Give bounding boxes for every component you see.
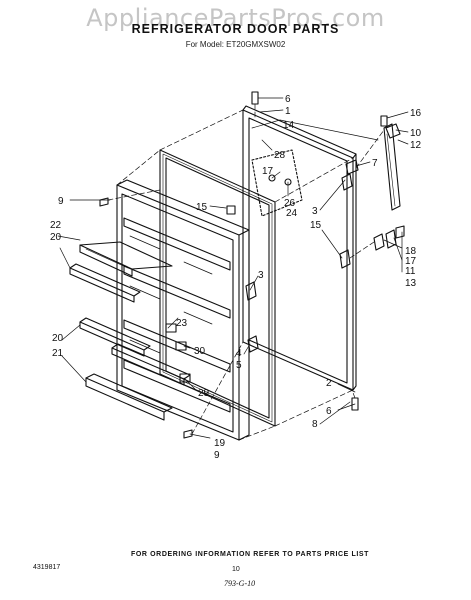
callout-19: 19 (214, 438, 226, 449)
shelf-bar-upper (79, 241, 173, 277)
callout-12: 12 (410, 140, 422, 151)
screw-6-top (251, 91, 259, 105)
callout-8: 8 (312, 419, 318, 430)
callout-14: 14 (283, 120, 295, 131)
callout-5: 5 (236, 360, 242, 371)
callout-23: 23 (176, 318, 188, 329)
model-number: For Model: ET20GMXSW02 (185, 40, 286, 49)
screw-9-bottom (183, 429, 193, 439)
callout-24: 24 (286, 208, 298, 219)
callout-17: 17 (262, 166, 274, 177)
handle-end-cap-lower (339, 249, 351, 269)
callout-20: 20 (50, 232, 62, 243)
door-closer-bar (383, 123, 401, 211)
clip-15 (226, 205, 236, 215)
callout-18: 18 (405, 246, 417, 257)
callout-10: 10 (410, 128, 422, 139)
door-outer-panel (242, 105, 357, 391)
callout-30: 30 (194, 346, 206, 357)
callout-15: 15 (310, 220, 322, 231)
watermark: AppliancePartsPros.com (86, 4, 385, 32)
callout-6: 6 (326, 406, 332, 417)
callout-28: 28 (274, 150, 286, 161)
diagram-title: REFRIGERATOR DOOR PARTS (131, 22, 340, 36)
callout-3: 3 (312, 206, 318, 217)
clip-30 (175, 341, 187, 351)
alignment-lines (107, 103, 385, 441)
callout-4: 4 (236, 348, 242, 359)
callout-1: 1 (285, 106, 291, 117)
leader-lines (57, 97, 409, 439)
door-bottom-rail (85, 373, 173, 421)
page-number: 10 (232, 566, 240, 573)
screw-16 (380, 115, 388, 127)
revision-code: 793-G-10 (224, 579, 256, 588)
callout-26: 26 (284, 198, 296, 209)
clip-29 (179, 373, 191, 383)
callout-13: 13 (405, 278, 417, 289)
callout-7: 7 (372, 158, 378, 169)
callout-15: 15 (196, 202, 208, 213)
screw-9-top (99, 197, 109, 207)
door-liner (116, 179, 250, 441)
ordering-note: FOR ORDERING INFORMATION REFER TO PARTS … (131, 551, 370, 558)
callout-22: 22 (50, 220, 62, 231)
callout-6: 6 (285, 94, 291, 105)
clip-23 (165, 323, 177, 333)
callout-16: 16 (410, 108, 422, 119)
callout-20: 20 (52, 333, 64, 344)
callout-3: 3 (258, 270, 264, 281)
screw-6-bottom (351, 397, 359, 411)
callout-9: 9 (214, 450, 220, 461)
hinge-parts-18-11-13 (373, 225, 405, 251)
shelf-bar-upper-2 (69, 263, 141, 303)
callout-17: 17 (405, 256, 417, 267)
hinge-pin-7 (345, 159, 359, 175)
hinge-bracket-10 (385, 123, 401, 139)
callout-9: 9 (58, 196, 64, 207)
bracket-3-4-5 (245, 281, 259, 353)
handle-end-cap-upper (341, 173, 353, 191)
callout-11: 11 (405, 266, 416, 277)
callout-2: 2 (326, 378, 332, 389)
callout-29: 29 (198, 388, 210, 399)
shelf-bar-lower (79, 317, 151, 357)
document-number: 4319817 (33, 564, 61, 571)
callout-21: 21 (52, 348, 64, 359)
